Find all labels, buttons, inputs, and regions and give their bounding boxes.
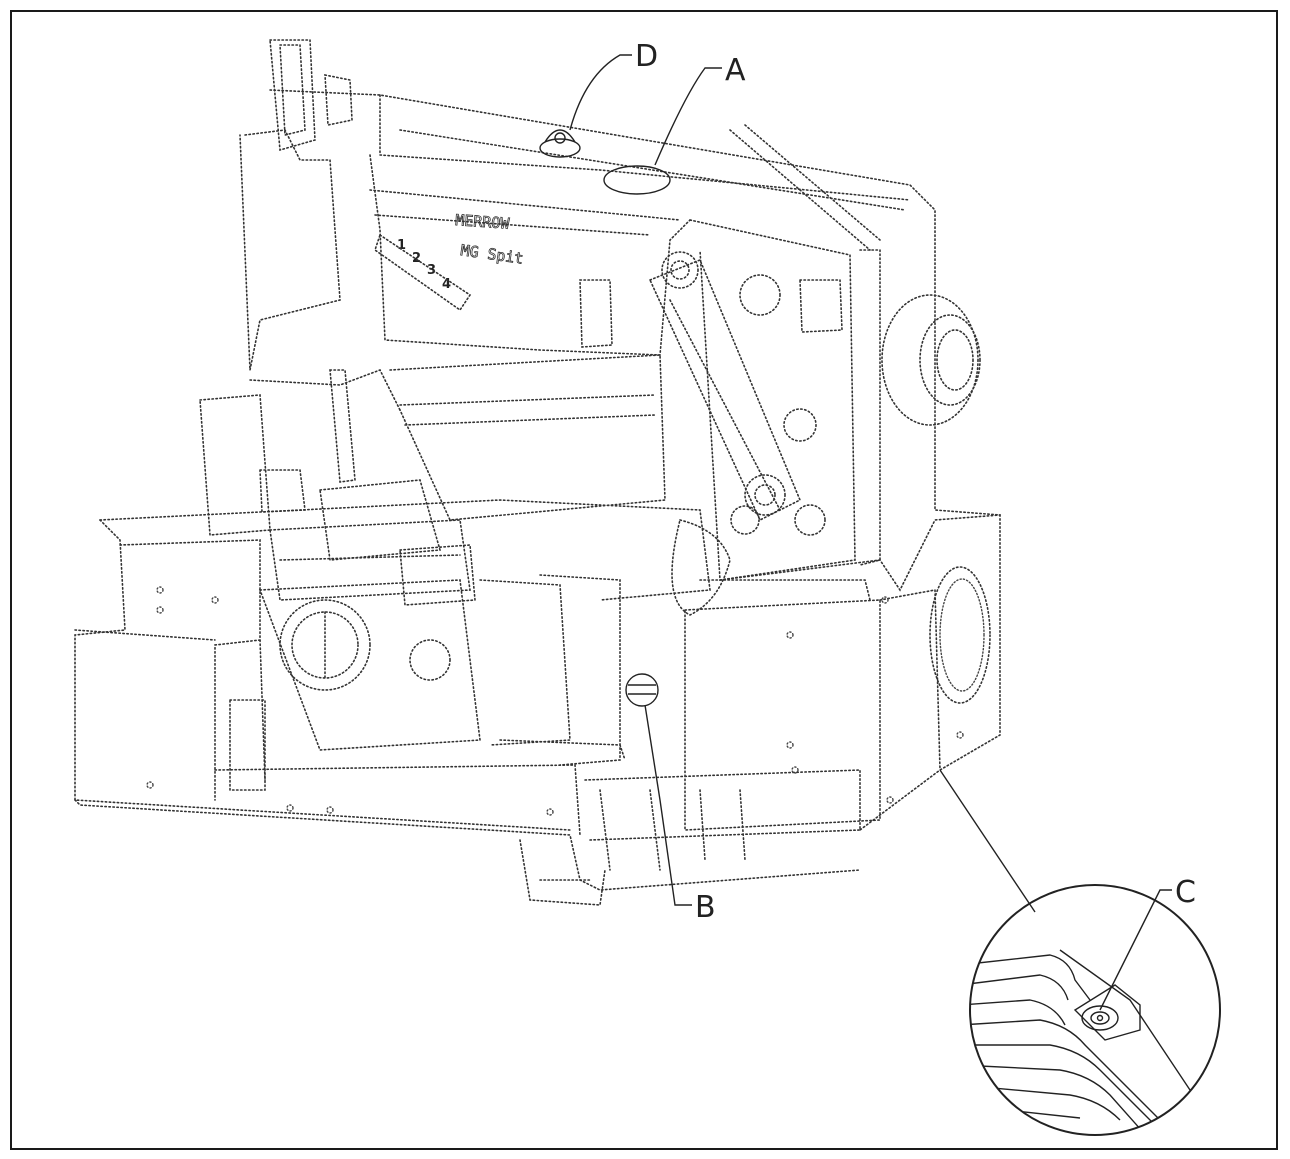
- callout-label-a: A: [725, 53, 746, 88]
- machine-outline: [74, 39, 1001, 906]
- callout-label-b: B: [695, 890, 716, 925]
- svg-text:MG Spit: MG Spit: [459, 241, 524, 268]
- svg-text:MERROW: MERROW: [455, 211, 511, 233]
- oil-level-gauge: [625, 673, 659, 707]
- oil-window: [603, 165, 671, 195]
- dial-number-2: 2: [412, 251, 421, 266]
- dial-number-3: 3: [427, 263, 436, 278]
- callout-label-d: D: [635, 39, 658, 74]
- detail-magnifier: [939, 769, 1221, 1136]
- dial-number-1: 1: [397, 238, 406, 253]
- dial-number-4: 4: [442, 277, 451, 292]
- drain-screw: [1081, 1005, 1119, 1031]
- callout-leaders: [569, 54, 1172, 1011]
- diagram-frame: [10, 10, 1278, 1150]
- oil-cap: [539, 129, 581, 158]
- callout-label-c: C: [1175, 875, 1196, 910]
